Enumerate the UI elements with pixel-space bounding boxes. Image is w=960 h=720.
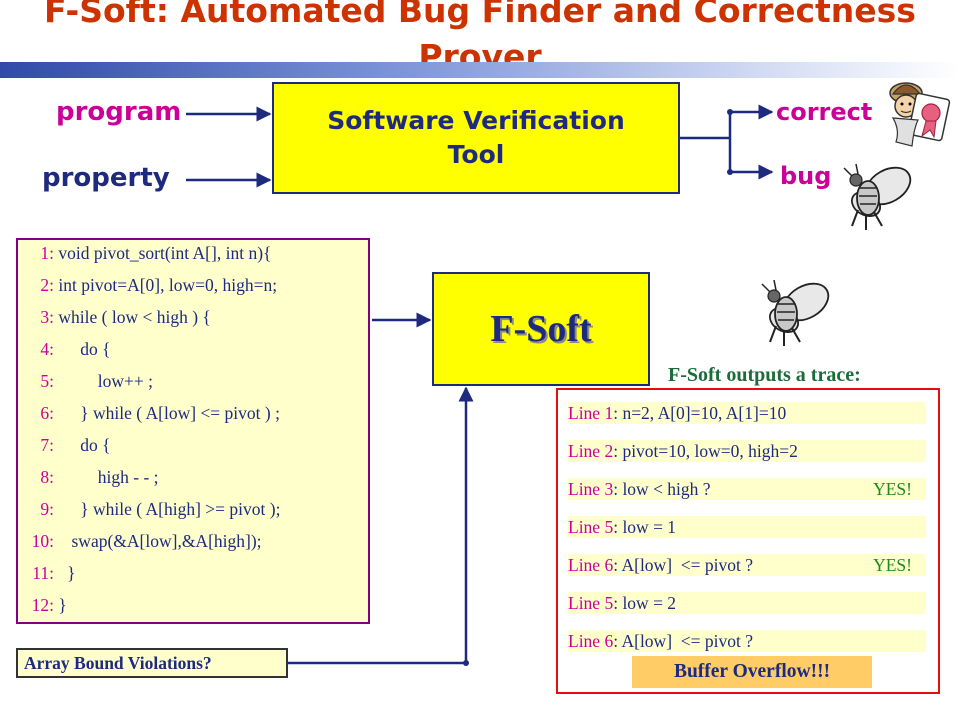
trace-row: Line 1: n=2, A[0]=10, A[1]=10: [568, 402, 926, 424]
trace-row-text: : A[low] <= pivot ?: [613, 631, 753, 651]
trace-row: Line 2: pivot=10, low=0, high=2: [568, 440, 926, 462]
code-line-text: low++ ;: [54, 371, 153, 391]
array-bound-violations-box: Array Bound Violations?: [16, 648, 288, 678]
trace-row-result: YES!: [873, 555, 912, 575]
certificate-person-icon: [889, 82, 951, 147]
code-line-number: 2:: [40, 275, 54, 295]
code-line-text: high - - ;: [54, 467, 159, 487]
trace-row-text: : low = 1: [613, 517, 677, 537]
property-label: property: [42, 163, 170, 193]
bug-label: bug: [780, 162, 832, 190]
correct-label: correct: [776, 98, 873, 126]
fork-dot-top: [727, 109, 733, 115]
trace-row-text: : A[low] <= pivot ?: [613, 555, 753, 575]
code-line-text: while ( low < high ) {: [54, 307, 211, 327]
trace-line-ref: Line 5: [568, 593, 614, 613]
code-line-text: } while ( A[high] >= pivot );: [54, 499, 281, 519]
code-line-number: 5:: [40, 371, 54, 391]
code-line-text: }: [54, 595, 67, 615]
code-line-number: 9:: [40, 499, 54, 519]
code-line-number: 8:: [40, 467, 54, 487]
bug-fly-icon-bottom: [761, 279, 830, 346]
trace-row-text: : pivot=10, low=0, high=2: [613, 441, 798, 461]
trace-row: Line 3: low < high ? YES!: [568, 478, 926, 500]
property-corner-dot: [463, 660, 469, 666]
code-line-number: 7:: [40, 435, 54, 455]
code-line: 6: } while ( A[low] <= pivot ) ;: [18, 403, 280, 424]
code-line-text: swap(&A[low],&A[high]);: [54, 531, 262, 551]
trace-caption: F-Soft outputs a trace:: [668, 364, 861, 386]
code-line: 12: }: [18, 595, 67, 616]
trace-row: Line 5: low = 2: [568, 592, 926, 614]
trace-row: Line 6: A[low] <= pivot ? YES!: [568, 554, 926, 576]
code-line-number: 3:: [40, 307, 54, 327]
code-line: 7: do {: [18, 435, 111, 456]
code-line-text: }: [54, 563, 76, 583]
program-label: program: [56, 97, 182, 127]
code-line-number: 1:: [40, 243, 54, 263]
trace-line-ref: Line 3: [568, 479, 614, 499]
code-line: 9: } while ( A[high] >= pivot );: [18, 499, 280, 520]
title-underline-band: [0, 62, 960, 78]
page-title: F-Soft: Automated Bug Finder and Correct…: [44, 0, 916, 76]
trace-line-ref: Line 5: [568, 517, 614, 537]
fork-dot-bottom: [727, 169, 733, 175]
code-line: 2: int pivot=A[0], low=0, high=n;: [18, 275, 277, 296]
software-verification-tool-label: Software Verification Tool: [327, 106, 625, 169]
buffer-overflow-badge: Buffer Overflow!!!: [632, 656, 872, 688]
code-line-text: int pivot=A[0], low=0, high=n;: [54, 275, 278, 295]
code-listing: 1: void pivot_sort(int A[], int n){ 2: i…: [16, 238, 370, 624]
code-line: 3: while ( low < high ) {: [18, 307, 211, 328]
trace-box: Line 1: n=2, A[0]=10, A[1]=10 Line 2: pi…: [556, 388, 940, 694]
trace-row-text: : low < high ?: [613, 479, 711, 499]
code-line-text: do {: [54, 339, 111, 359]
trace-row-result: YES!: [873, 479, 912, 499]
code-line: 4: do {: [18, 339, 111, 360]
code-line-text: void pivot_sort(int A[], int n){: [54, 243, 272, 263]
trace-row: Line 5: low = 1: [568, 516, 926, 538]
trace-line-ref: Line 6: [568, 555, 614, 575]
software-verification-tool-box: Software Verification Tool: [272, 82, 680, 194]
fsoft-label: F-Soft: [490, 308, 592, 350]
code-line: 10: swap(&A[low],&A[high]);: [18, 531, 262, 552]
code-line: 11: }: [18, 563, 76, 584]
code-line-number: 6:: [40, 403, 54, 423]
code-line: 5: low++ ;: [18, 371, 153, 392]
code-line: 8: high - - ;: [18, 467, 159, 488]
trace-row: Line 6: A[low] <= pivot ?: [568, 630, 926, 652]
code-line-text: } while ( A[low] <= pivot ) ;: [54, 403, 280, 423]
code-line-number: 10:: [31, 531, 54, 551]
fsoft-box: F-Soft: [432, 272, 650, 386]
code-line-number: 12:: [31, 595, 54, 615]
code-line: 1: void pivot_sort(int A[], int n){: [18, 243, 271, 264]
trace-line-ref: Line 1: [568, 403, 614, 423]
trace-row-text: : n=2, A[0]=10, A[1]=10: [613, 403, 787, 423]
trace-line-ref: Line 2: [568, 441, 614, 461]
trace-line-ref: Line 6: [568, 631, 614, 651]
code-line-text: do {: [54, 435, 111, 455]
trace-row-text: : low = 2: [613, 593, 677, 613]
bug-fly-icon-top: [843, 163, 912, 230]
code-line-number: 4:: [40, 339, 54, 359]
code-line-number: 11:: [32, 563, 54, 583]
